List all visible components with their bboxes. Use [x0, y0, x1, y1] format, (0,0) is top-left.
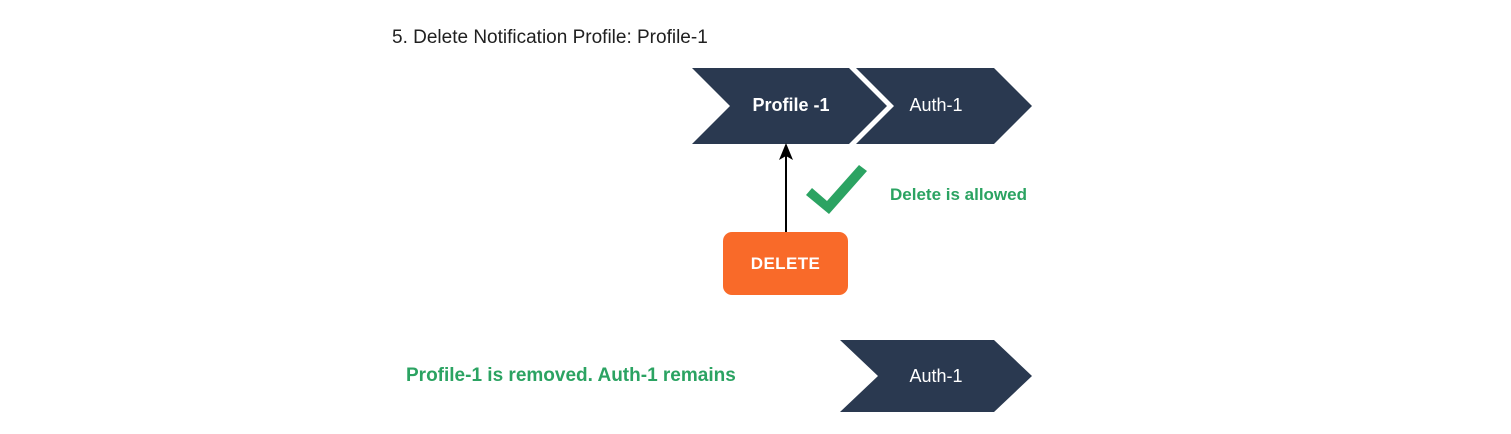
delete-allowed-label: Delete is allowed: [890, 185, 1027, 204]
chevron-label-auth-1-top: Auth-1: [909, 95, 963, 115]
chevron-segment-auth-1-bottom[interactable]: [840, 340, 1032, 412]
page-title: 5. Delete Notification Profile: Profile-…: [392, 27, 708, 48]
up-arrow: [779, 143, 793, 232]
chevron-label-profile-1: Profile -1: [752, 95, 830, 115]
delete-button[interactable]: DELETE: [723, 232, 848, 295]
chevron-segment-auth-1-top[interactable]: [856, 68, 1032, 144]
check-icon: [806, 165, 867, 214]
chevron-segment-profile-1[interactable]: [692, 68, 887, 144]
result-message-label: Profile-1 is removed. Auth-1 remains: [406, 365, 736, 386]
chevron-label-auth-1-bottom: Auth-1: [909, 366, 963, 386]
